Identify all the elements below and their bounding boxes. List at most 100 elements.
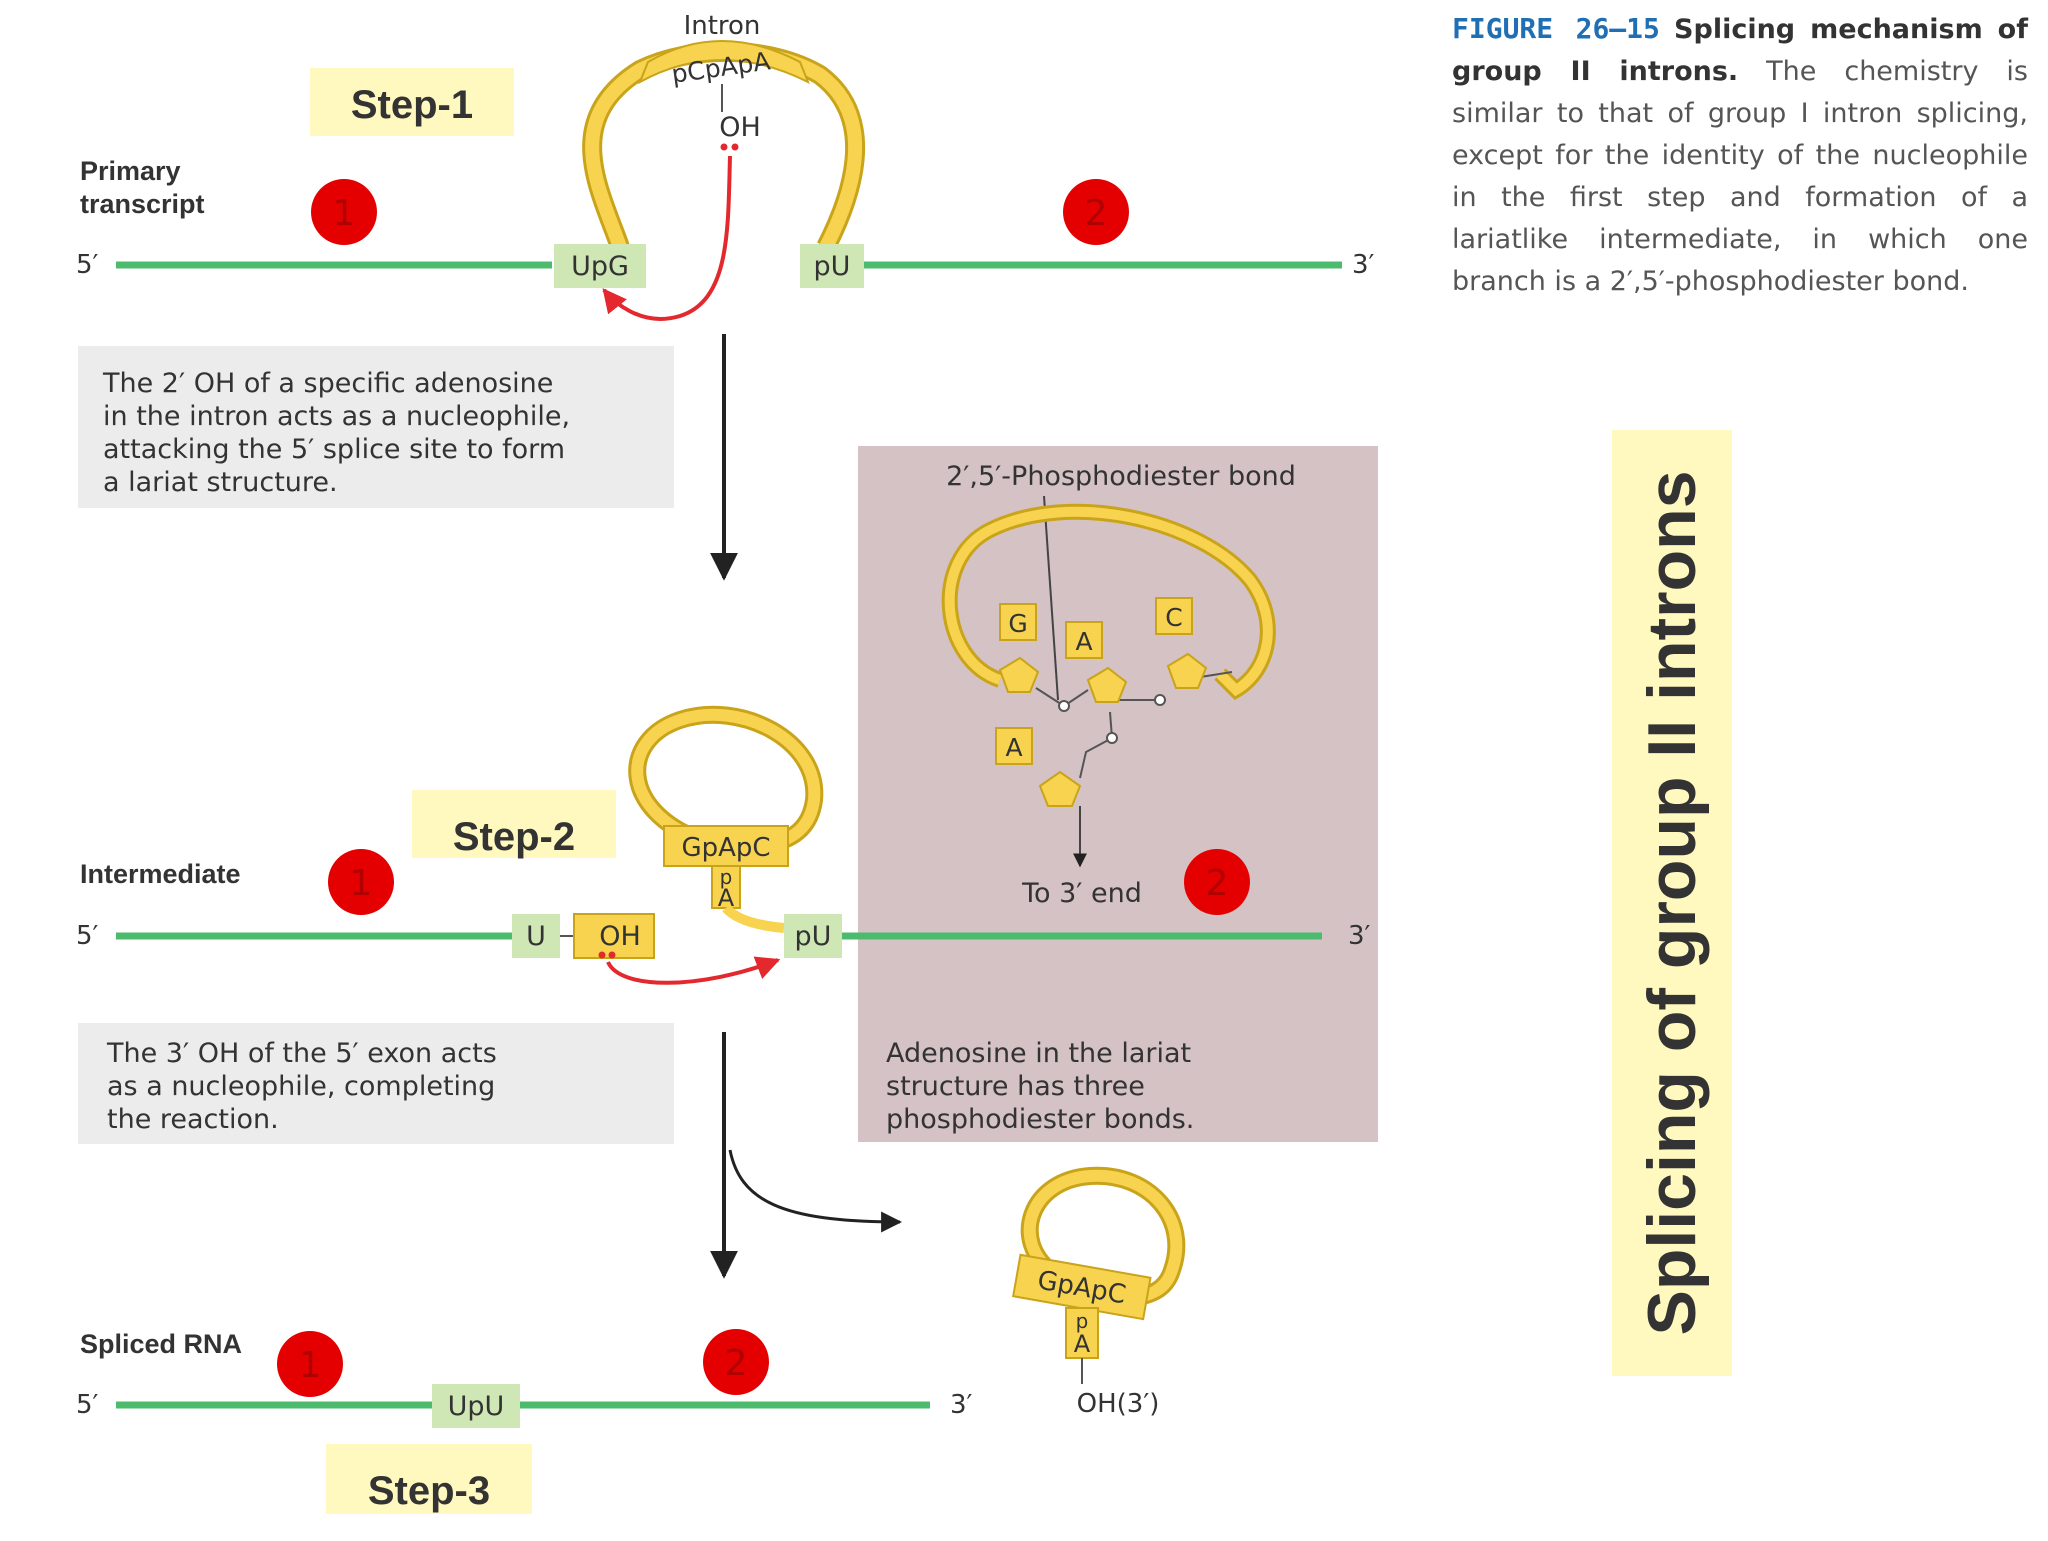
intermediate-label: Intermediate [80, 859, 241, 889]
inset-note-line: structure has three [886, 1071, 1145, 1102]
inset-lariat-loop [944, 506, 1273, 697]
intron-label: Intron [684, 11, 761, 41]
u-label: U [526, 921, 546, 952]
step3-badge [326, 1444, 532, 1514]
intermediate-gpapc: GpApC [681, 833, 770, 863]
exon2-marker-spliced [703, 1329, 769, 1395]
phosphate-node [1106, 732, 1118, 744]
phosphate-node [1154, 694, 1166, 706]
exon1-marker-intermediate-text: 1 [350, 863, 373, 904]
nucleophilic-attack-arrow-step1 [602, 155, 732, 321]
oh-lone-pair-dot [731, 143, 739, 151]
step1-desc-line: in the intron acts as a nucleophile, [103, 401, 570, 432]
base-g: G [1008, 609, 1027, 638]
u-box [512, 914, 560, 958]
oh-lone-pair-dot [598, 951, 606, 959]
figure-body: The chemistry is similar to that of grou… [1452, 56, 2028, 297]
ribose-c [1166, 652, 1208, 689]
step2-badge [412, 790, 616, 858]
released-a: A [1074, 1330, 1091, 1358]
exon2-marker-primary-text: 2 [1085, 193, 1108, 234]
primary-three-prime: 3′ [1352, 250, 1375, 280]
vertical-title: Splicing of group II introns [1634, 470, 1710, 1336]
exon1-marker-spliced-text: 1 [299, 1345, 322, 1386]
exon2-marker-primary [1063, 179, 1129, 245]
intermediate-link [722, 904, 785, 933]
step2-desc-line: as a nucleophile, completing [107, 1071, 495, 1102]
exon1-marker-primary-text: 1 [333, 193, 356, 234]
intermediate-p: p [720, 865, 733, 889]
exon2-marker-intermediate-text: 2 [1206, 863, 1229, 904]
step1-badge [310, 68, 514, 136]
oh-label: OH [599, 921, 641, 952]
base-c: C [1165, 603, 1182, 632]
base-a2: A [1005, 733, 1022, 762]
lariat-release-arrow [728, 1149, 903, 1233]
released-oh3: OH(3′) [1077, 1389, 1160, 1419]
primary-label-line2: transcript [80, 189, 205, 219]
exon1-marker-spliced [277, 1331, 343, 1397]
upu-box [432, 1384, 520, 1428]
base-a2-box [995, 727, 1033, 765]
primary-label-line1: Primary [80, 156, 181, 186]
figure-title: Splicing mechanism of group II introns. [1452, 14, 2028, 87]
intron-seq-band [638, 40, 810, 85]
phosphate-node [1058, 700, 1070, 712]
figure-caption: FIGURE 26–15 Splicing mechanism of group… [1452, 8, 2028, 303]
upu-label: UpU [448, 1391, 505, 1422]
step1-description: The 2′ OH of a specific adenosine in the… [102, 368, 570, 498]
figure-number: FIGURE 26–15 [1452, 12, 1660, 45]
step2-description: The 3′ OH of the 5′ exon acts as a nucle… [106, 1038, 497, 1135]
intermediate-five-prime: 5′ [76, 921, 99, 951]
ribose-a-branch [1086, 666, 1128, 703]
pu-label-step1: pU [814, 251, 851, 282]
step1-desc-line: attacking the 5′ splice site to form [103, 434, 565, 465]
intermediate-three-prime: 3′ [1348, 921, 1371, 951]
step1-label: Step-1 [351, 83, 473, 127]
step1-description-box [78, 346, 674, 508]
pu-box-step2 [784, 914, 842, 958]
nucleophilic-attack-arrow-step2 [606, 956, 781, 985]
oh-box [573, 913, 655, 959]
upg-label: UpG [571, 251, 629, 282]
released-seq-group: GpApC [1012, 1253, 1152, 1321]
exon1-marker-intermediate [328, 849, 394, 915]
base-c-box [1155, 597, 1193, 635]
primary-five-prime: 5′ [76, 250, 99, 280]
lariat-inset-panel [858, 446, 1378, 1142]
pu-box-step1 [800, 244, 864, 288]
step1-desc-line: The 2′ OH of a specific adenosine [102, 368, 553, 399]
exon2-marker-spliced-text: 2 [725, 1343, 748, 1384]
pu-label-step2: pU [795, 921, 832, 952]
exon2-marker-intermediate [1184, 849, 1250, 915]
upg-box [554, 244, 646, 288]
released-p: p [1076, 1309, 1089, 1333]
inset-note-line: Adenosine in the lariat [886, 1038, 1191, 1069]
step3-label: Step-3 [368, 1469, 490, 1513]
base-a1: A [1075, 627, 1092, 656]
intermediate-pa-stem [711, 865, 741, 909]
step2-label: Step-2 [453, 815, 575, 859]
oh-lone-pair-dot [608, 951, 616, 959]
oh-lone-pair-dot [720, 143, 728, 151]
inset-note-line: phosphodiester bonds. [886, 1104, 1194, 1135]
base-a1-box [1065, 621, 1103, 659]
intron-oh-label: OH [719, 112, 761, 143]
intermediate-lariat [631, 708, 821, 850]
spliced-three-prime: 3′ [950, 1390, 973, 1420]
released-lariat [1023, 1169, 1183, 1304]
inset-note: Adenosine in the lariat structure has th… [886, 1038, 1194, 1135]
ribose-a-lower [1038, 770, 1082, 807]
intermediate-gpapc-box [663, 825, 789, 867]
inset-to-end-label: To 3′ end [1021, 878, 1142, 909]
step2-desc-line: The 3′ OH of the 5′ exon acts [106, 1038, 497, 1069]
exon1-marker-primary [311, 179, 377, 245]
step2-desc-line: the reaction. [107, 1104, 279, 1135]
inset-bond-pointer [1043, 495, 1059, 701]
base-g-box [999, 603, 1037, 641]
intermediate-a: A [718, 884, 735, 912]
inset-bond-label: 2′,5′-Phosphodiester bond [946, 461, 1296, 492]
step2-description-box [78, 1023, 674, 1144]
